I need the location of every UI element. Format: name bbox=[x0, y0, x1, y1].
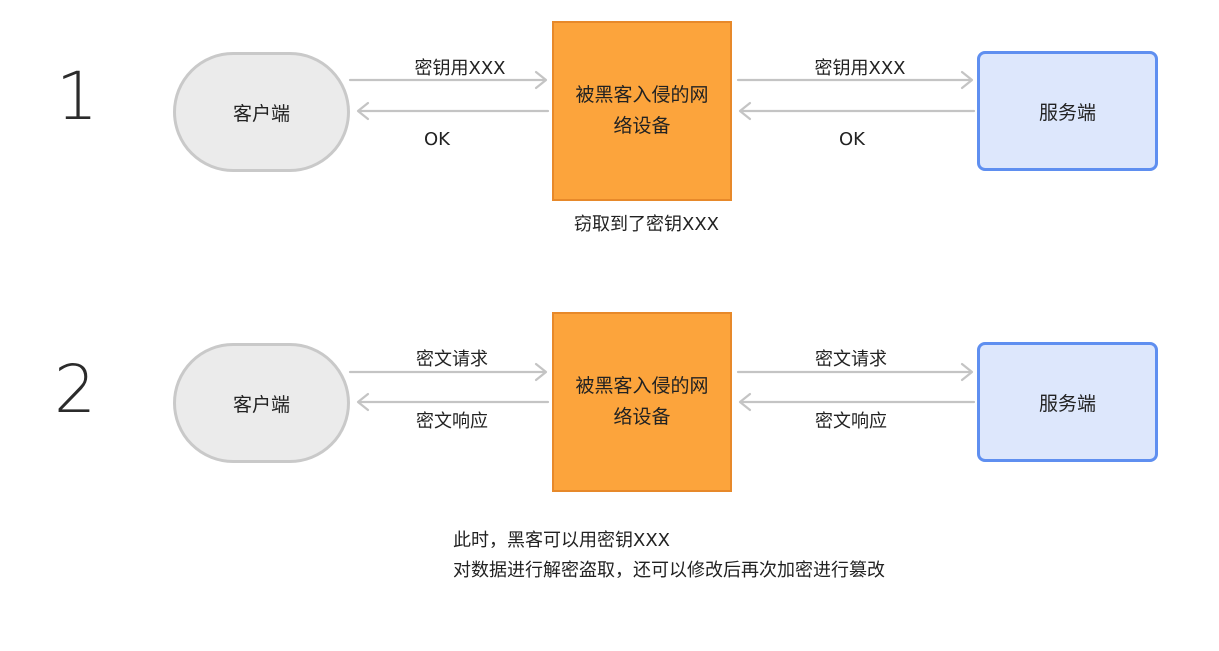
step-2-left-response-label: 密文响应 bbox=[416, 411, 488, 432]
step-2-attacker-node: 被黑客入侵的网络设备 bbox=[552, 312, 732, 492]
arrowhead-step1-attacker-to-server bbox=[960, 70, 974, 90]
step-2-right-response-label: 密文响应 bbox=[815, 411, 887, 432]
step-1-left-request-label: 密钥用XXX bbox=[414, 58, 506, 79]
step-1-server-node: 服务端 bbox=[977, 51, 1158, 171]
arrowhead-step2-attacker-to-client bbox=[356, 392, 370, 412]
step-2-server-node: 服务端 bbox=[977, 342, 1158, 462]
step-2-right-request-label: 密文请求 bbox=[815, 349, 887, 370]
step-2-left-request-label: 密文请求 bbox=[416, 349, 488, 370]
step-1-number: 1 bbox=[56, 58, 98, 135]
step-1-right-response-label: OK bbox=[839, 129, 865, 150]
arrowhead-step1-server-to-attacker bbox=[738, 101, 752, 121]
step-2-note-line-1: 此时，黑客可以用密钥XXX bbox=[453, 530, 670, 551]
step-1-client-node: 客户端 bbox=[173, 52, 350, 172]
step-1-client-label: 客户端 bbox=[232, 102, 290, 125]
step-2-client-node: 客户端 bbox=[173, 343, 350, 463]
step-1-left-response-label: OK bbox=[424, 129, 450, 150]
step-1-attacker-node: 被黑客入侵的网络设备 bbox=[552, 21, 732, 201]
step-1-note: 窃取到了密钥XXX bbox=[574, 214, 719, 235]
step-1-attacker-label: 被黑客入侵的网络设备 bbox=[575, 84, 709, 137]
step-1-server-label: 服务端 bbox=[1038, 101, 1096, 124]
step-2-client-label: 客户端 bbox=[232, 393, 290, 416]
step-2-number: 2 bbox=[54, 351, 96, 428]
step-2-attacker-label: 被黑客入侵的网络设备 bbox=[575, 375, 709, 428]
arrowhead-step2-client-to-attacker bbox=[534, 362, 548, 382]
step-1-right-request-label: 密钥用XXX bbox=[814, 58, 906, 79]
arrowhead-step1-client-to-attacker bbox=[534, 70, 548, 90]
step-2-note-line-2: 对数据进行解密盗取，还可以修改后再次加密进行篡改 bbox=[453, 560, 885, 581]
arrowhead-step2-server-to-attacker bbox=[738, 392, 752, 412]
step-2-server-label: 服务端 bbox=[1038, 392, 1096, 415]
arrowhead-step2-attacker-to-server bbox=[960, 362, 974, 382]
arrowhead-step1-attacker-to-client bbox=[356, 101, 370, 121]
